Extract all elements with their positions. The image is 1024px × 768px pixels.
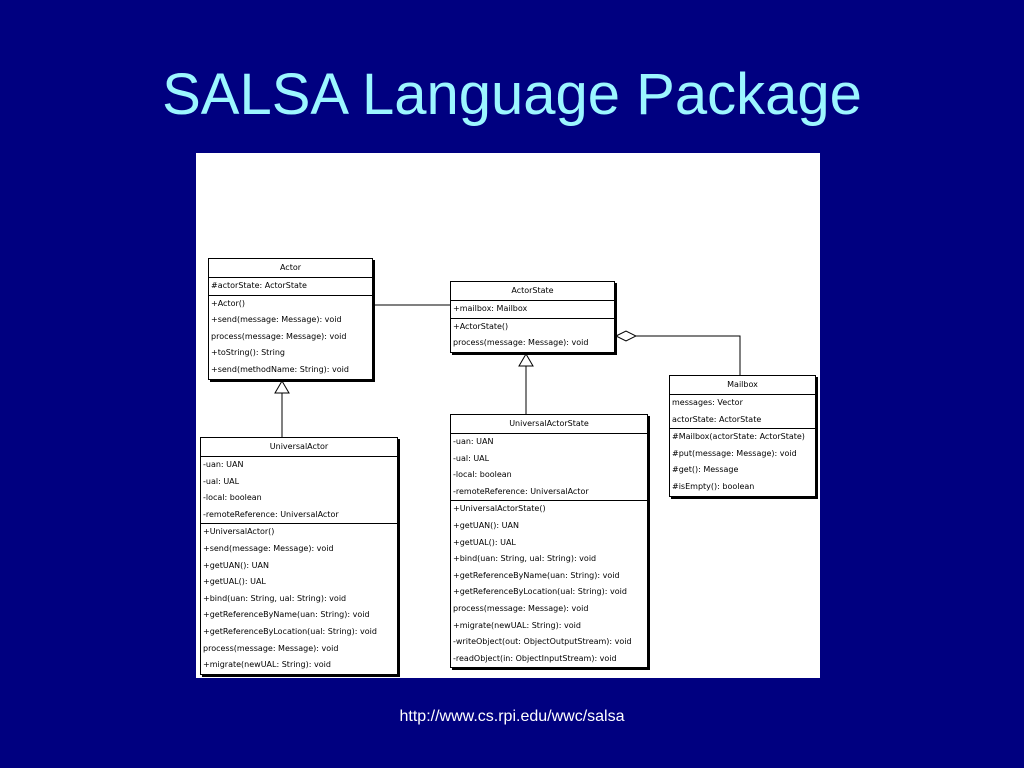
slide-title: SALSA Language Package bbox=[162, 62, 862, 127]
attributes-section: #actorState: ActorState bbox=[209, 278, 372, 296]
operation: +getUAL(): UAL bbox=[453, 537, 516, 547]
class-actor-state[interactable]: ActorState +mailbox: Mailbox +ActorState… bbox=[450, 281, 615, 353]
operation: +UniversalActorState() bbox=[453, 504, 546, 514]
operation: -writeObject(out: ObjectOutputStream): v… bbox=[453, 637, 632, 647]
operation: +getUAL(): UAL bbox=[203, 577, 266, 587]
operation: #Mailbox(actorState: ActorState) bbox=[672, 432, 805, 442]
aggregation-diamond-actorstate bbox=[614, 330, 638, 342]
operation: +bind(uan: String, ual: String): void bbox=[203, 593, 347, 603]
operation: +send(methodName: String): void bbox=[211, 364, 349, 374]
attribute: -local: boolean bbox=[203, 493, 262, 503]
operation: +Actor() bbox=[211, 298, 245, 308]
operation: +getUAN(): UAN bbox=[203, 560, 269, 570]
operation: #put(message: Message): void bbox=[672, 448, 797, 458]
operation: +ActorState() bbox=[453, 321, 509, 331]
uml-diagram-canvas: Actor #actorState: ActorState +Actor() +… bbox=[196, 153, 820, 678]
operation: process(message: Message): void bbox=[211, 331, 347, 341]
operations-section: #Mailbox(actorState: ActorState) #put(me… bbox=[670, 429, 815, 495]
operation: +migrate(newUAL: String): void bbox=[453, 620, 581, 630]
operation: +migrate(newUAL: String): void bbox=[203, 660, 331, 670]
relationship-lines bbox=[274, 304, 741, 437]
attribute: -remoteReference: UniversalActor bbox=[453, 486, 589, 496]
attributes-section: -uan: UAN -ual: UAL -local: boolean -rem… bbox=[451, 434, 647, 502]
generalization-arrow-actorstate bbox=[518, 353, 534, 367]
operation: +toString(): String bbox=[211, 348, 285, 358]
operation: #get(): Message bbox=[672, 465, 739, 475]
generalization-arrow-actor bbox=[274, 380, 290, 394]
operations-section: +ActorState() process(message: Message):… bbox=[451, 319, 614, 352]
class-universal-actor-state[interactable]: UniversalActorState -uan: UAN -ual: UAL … bbox=[450, 414, 648, 669]
attributes-section: messages: Vector actorState: ActorState bbox=[670, 395, 815, 430]
class-actor[interactable]: Actor #actorState: ActorState +Actor() +… bbox=[208, 258, 373, 380]
attributes-section: +mailbox: Mailbox bbox=[451, 301, 614, 319]
attribute: messages: Vector bbox=[672, 398, 743, 407]
operation: +getReferenceByLocation(ual: String): vo… bbox=[203, 626, 377, 636]
operation: +UniversalActor() bbox=[203, 527, 275, 537]
attribute: +mailbox: Mailbox bbox=[453, 304, 528, 313]
aggregation-line-mailbox bbox=[636, 335, 741, 375]
attribute: #actorState: ActorState bbox=[211, 281, 307, 290]
class-mailbox[interactable]: Mailbox messages: Vector actorState: Act… bbox=[669, 375, 816, 497]
class-name: Mailbox bbox=[670, 376, 815, 395]
operation: +getReferenceByLocation(ual: String): vo… bbox=[453, 587, 627, 597]
operation: +send(message: Message): void bbox=[211, 315, 342, 325]
attributes-section: -uan: UAN -ual: UAL -local: boolean -rem… bbox=[201, 457, 397, 525]
operations-section: +UniversalActor() +send(message: Message… bbox=[201, 524, 397, 673]
operation: -readObject(in: ObjectInputStream): void bbox=[453, 653, 617, 663]
operation: process(message: Message): void bbox=[453, 338, 589, 348]
attribute: -uan: UAN bbox=[203, 460, 244, 469]
class-name: UniversalActorState bbox=[451, 415, 647, 434]
class-universal-actor[interactable]: UniversalActor -uan: UAN -ual: UAL -loca… bbox=[200, 437, 398, 675]
operation: #isEmpty(): boolean bbox=[672, 481, 755, 491]
attribute: -uan: UAN bbox=[453, 437, 494, 446]
footer-url[interactable]: http://www.cs.rpi.edu/wwc/salsa bbox=[399, 708, 625, 725]
operations-section: +UniversalActorState() +getUAN(): UAN +g… bbox=[451, 501, 647, 667]
operations-section: +Actor() +send(message: Message): void p… bbox=[209, 296, 372, 379]
class-name: UniversalActor bbox=[201, 438, 397, 457]
operation: +getUAN(): UAN bbox=[453, 520, 519, 530]
operation: +getReferenceByName(uan: String): void bbox=[203, 610, 370, 620]
operation: +send(message: Message): void bbox=[203, 543, 334, 553]
attribute: -local: boolean bbox=[453, 470, 512, 480]
attribute: -remoteReference: UniversalActor bbox=[203, 509, 339, 519]
operation: +bind(uan: String, ual: String): void bbox=[453, 554, 597, 564]
attribute: -ual: UAL bbox=[453, 453, 490, 463]
operation: process(message: Message): void bbox=[453, 603, 589, 613]
operation: +getReferenceByName(uan: String): void bbox=[453, 570, 620, 580]
class-name: ActorState bbox=[451, 282, 614, 301]
operation: process(message: Message): void bbox=[203, 643, 339, 653]
attribute: -ual: UAL bbox=[203, 476, 240, 486]
attribute: actorState: ActorState bbox=[672, 414, 762, 424]
class-name: Actor bbox=[209, 259, 372, 278]
